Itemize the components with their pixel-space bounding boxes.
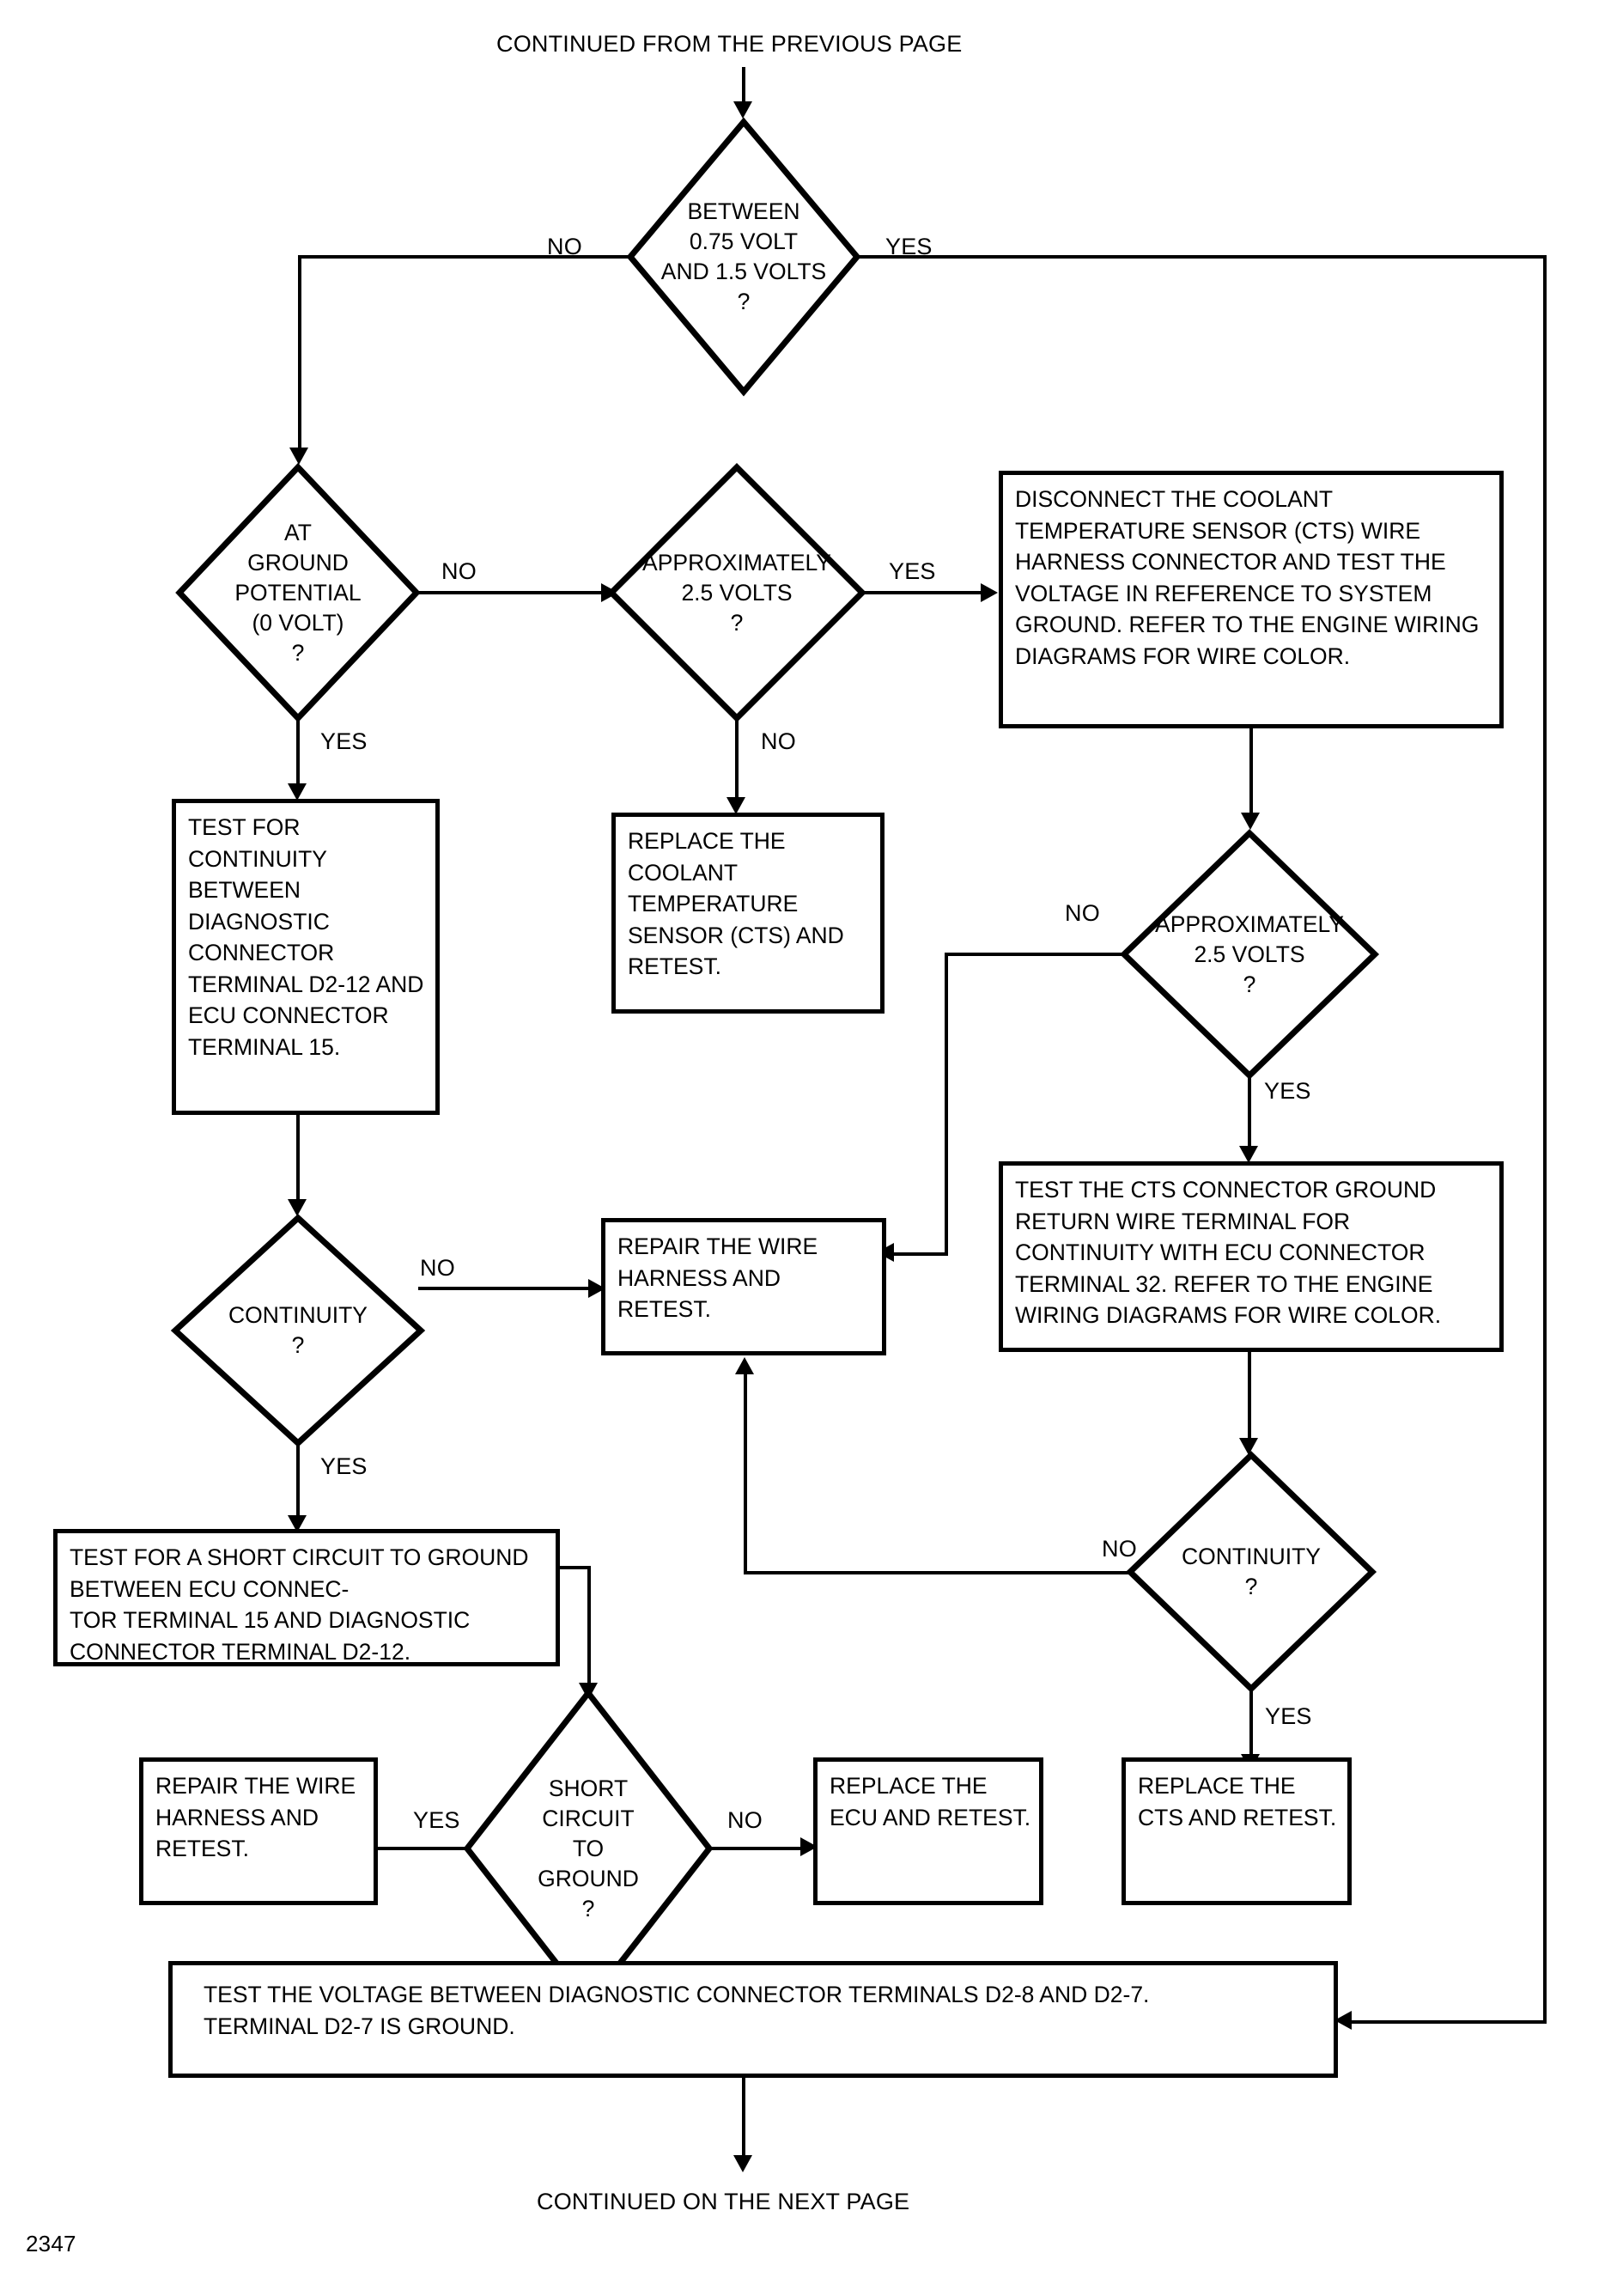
- edge-label-d2-yes: YES: [320, 728, 368, 754]
- connector-d4-yes: [1248, 1075, 1251, 1154]
- connector-start-to-d1: [742, 67, 745, 108]
- connector-d2-no: [415, 591, 608, 594]
- decision-short-circuit-to-ground: SHORT CIRCUIT TO GROUND ?: [463, 1688, 714, 2009]
- connector-d4-no-h: [945, 953, 1125, 956]
- edge-label-d4-yes: YES: [1264, 1078, 1311, 1104]
- connector-d5-no: [418, 1287, 595, 1290]
- process-repair-wire-harness-center-text: REPAIR THE WIRE HARNESS AND RETEST.: [617, 1233, 818, 1322]
- process-replace-ecu-text: REPLACE THE ECU AND RETEST.: [830, 1773, 1031, 1830]
- page-number: 2347: [26, 2231, 76, 2256]
- continued-from-previous-page-note: CONTINUED FROM THE PREVIOUS PAGE: [496, 31, 963, 57]
- connector-d1-no-h: [298, 255, 630, 259]
- process-disconnect-cts-connector-text: DISCONNECT THE COOLANT TEMPERATURE SENSO…: [1015, 486, 1480, 669]
- arrowhead-start-to-d1: [733, 101, 752, 119]
- connector-d4-no-h2: [894, 1252, 948, 1256]
- connector-d6-no-h: [744, 1571, 1130, 1574]
- connector-p6-to-d7-v: [587, 1566, 591, 1691]
- arrowhead-p1-to-d4: [1241, 813, 1260, 830]
- connector-d6-no-v: [744, 1374, 747, 1574]
- edge-label-d3-yes: YES: [889, 558, 936, 584]
- process-repair-wire-harness-bottom: REPAIR THE WIRE HARNESS AND RETEST.: [139, 1757, 378, 1905]
- decision-continuity-1: CONTINUITY ?: [170, 1214, 426, 1447]
- process-test-cts-ground-return-text: TEST THE CTS CONNECTOR GROUND RETURN WIR…: [1015, 1177, 1442, 1328]
- process-repair-wire-harness-center: REPAIR THE WIRE HARNESS AND RETEST.: [601, 1218, 886, 1355]
- connector-d7-no: [708, 1847, 807, 1850]
- decision-approximately-2-5-volts-1-label: APPROXIMATELY 2.5 VOLTS ?: [642, 549, 831, 636]
- process-test-continuity-d2-12-ecu-15-text: TEST FOR CONTINUITY BETWEEN DIAGNOSTIC C…: [188, 814, 424, 1060]
- connector-p1-to-d4: [1249, 728, 1253, 821]
- edge-label-d7-no: NO: [727, 1807, 763, 1833]
- process-test-cts-ground-return: TEST THE CTS CONNECTOR GROUND RETURN WIR…: [999, 1161, 1504, 1352]
- process-test-voltage-d2-8-d2-7-text: TEST THE VOLTAGE BETWEEN DIAGNOSTIC CONN…: [204, 1982, 1150, 2039]
- connector-d6-yes: [1249, 1689, 1253, 1763]
- connector-p6-to-d7-h: [556, 1566, 591, 1569]
- decision-approximately-2-5-volts-1: APPROXIMATELY 2.5 VOLTS ?: [607, 463, 866, 722]
- process-test-voltage-d2-8-d2-7: TEST THE VOLTAGE BETWEEN DIAGNOSTIC CONN…: [168, 1961, 1338, 2078]
- edge-label-d7-yes: YES: [413, 1807, 460, 1833]
- arrowhead-d4-yes: [1239, 1146, 1258, 1163]
- decision-short-circuit-to-ground-label: SHORT CIRCUIT TO GROUND ?: [538, 1775, 639, 1921]
- arrowhead-p2-to-d5: [288, 1199, 307, 1216]
- decision-at-ground-potential-label: AT GROUND POTENTIAL (0 VOLT) ?: [234, 519, 362, 666]
- arrowhead-d3-yes: [981, 583, 998, 602]
- connector-d1-yes-h: [857, 255, 1547, 259]
- edge-label-d2-no: NO: [441, 558, 477, 584]
- decision-continuity-2: CONTINUITY ?: [1125, 1451, 1377, 1693]
- arrowhead-d2-yes: [288, 783, 307, 801]
- process-repair-wire-harness-bottom-text: REPAIR THE WIRE HARNESS AND RETEST.: [155, 1773, 356, 1861]
- decision-continuity-1-label: CONTINUITY ?: [228, 1302, 368, 1358]
- edge-label-d6-yes: YES: [1265, 1703, 1312, 1729]
- process-replace-ecu: REPLACE THE ECU AND RETEST.: [813, 1757, 1043, 1905]
- arrowhead-d3-no: [726, 797, 745, 814]
- connector-d1-yes-h2: [1352, 2020, 1547, 2024]
- decision-approximately-2-5-volts-2-label: APPROXIMATELY 2.5 VOLTS ?: [1155, 910, 1344, 997]
- decision-at-ground-potential: AT GROUND POTENTIAL (0 VOLT) ?: [175, 462, 421, 723]
- process-disconnect-cts-connector: DISCONNECT THE COOLANT TEMPERATURE SENSO…: [999, 471, 1504, 728]
- connector-d4-no-v: [945, 953, 948, 1256]
- process-replace-cts-bottom: REPLACE THE CTS AND RETEST.: [1122, 1757, 1352, 1905]
- edge-label-d5-yes: YES: [320, 1453, 368, 1479]
- decision-between-0-75-and-1-5-volts: BETWEEN 0.75 VOLT AND 1.5 VOLTS ?: [626, 117, 861, 397]
- arrowhead-d6-no: [735, 1357, 754, 1374]
- arrowhead-d1-yes: [1334, 2011, 1352, 2030]
- edge-label-d5-no: NO: [420, 1255, 455, 1281]
- edge-label-d3-no: NO: [761, 728, 796, 754]
- arrowhead-d1-no: [289, 448, 308, 465]
- process-test-short-circuit-to-ground: TEST FOR A SHORT CIRCUIT TO GROUND BETWE…: [53, 1529, 560, 1666]
- decision-approximately-2-5-volts-2: APPROXIMATELY 2.5 VOLTS ?: [1119, 829, 1380, 1080]
- connector-d1-yes-v: [1543, 255, 1547, 2024]
- connector-d5-yes: [296, 1445, 300, 1524]
- connector-d2-yes: [296, 718, 300, 792]
- edge-label-d6-no: NO: [1102, 1536, 1137, 1562]
- connector-d3-yes: [860, 591, 988, 594]
- connector-d3-no: [735, 718, 739, 806]
- decision-continuity-2-label: CONTINUITY ?: [1182, 1544, 1321, 1599]
- arrowhead-d5-yes: [288, 1515, 307, 1532]
- connector-p4-to-d6: [1248, 1352, 1251, 1446]
- continued-on-next-page-note: CONTINUED ON THE NEXT PAGE: [537, 2189, 910, 2214]
- decision-between-0-75-and-1-5-volts-label: BETWEEN 0.75 VOLT AND 1.5 VOLTS ?: [660, 198, 827, 314]
- process-test-short-circuit-to-ground-text: TEST FOR A SHORT CIRCUIT TO GROUND BETWE…: [70, 1544, 529, 1665]
- arrowhead-p4-to-d6: [1239, 1438, 1258, 1455]
- connector-p10-to-end: [742, 2078, 745, 2164]
- process-replace-cts-text: REPLACE THE COOLANT TEMPERATURE SENSOR (…: [628, 828, 844, 979]
- connector-p2-to-d5: [296, 1115, 300, 1208]
- process-replace-cts: REPLACE THE COOLANT TEMPERATURE SENSOR (…: [611, 813, 885, 1014]
- connector-d1-no-v: [298, 255, 301, 454]
- process-replace-cts-bottom-text: REPLACE THE CTS AND RETEST.: [1138, 1773, 1337, 1830]
- process-test-continuity-d2-12-ecu-15: TEST FOR CONTINUITY BETWEEN DIAGNOSTIC C…: [172, 799, 440, 1115]
- arrowhead-p10-to-end: [733, 2155, 752, 2172]
- edge-label-d4-no: NO: [1065, 900, 1100, 926]
